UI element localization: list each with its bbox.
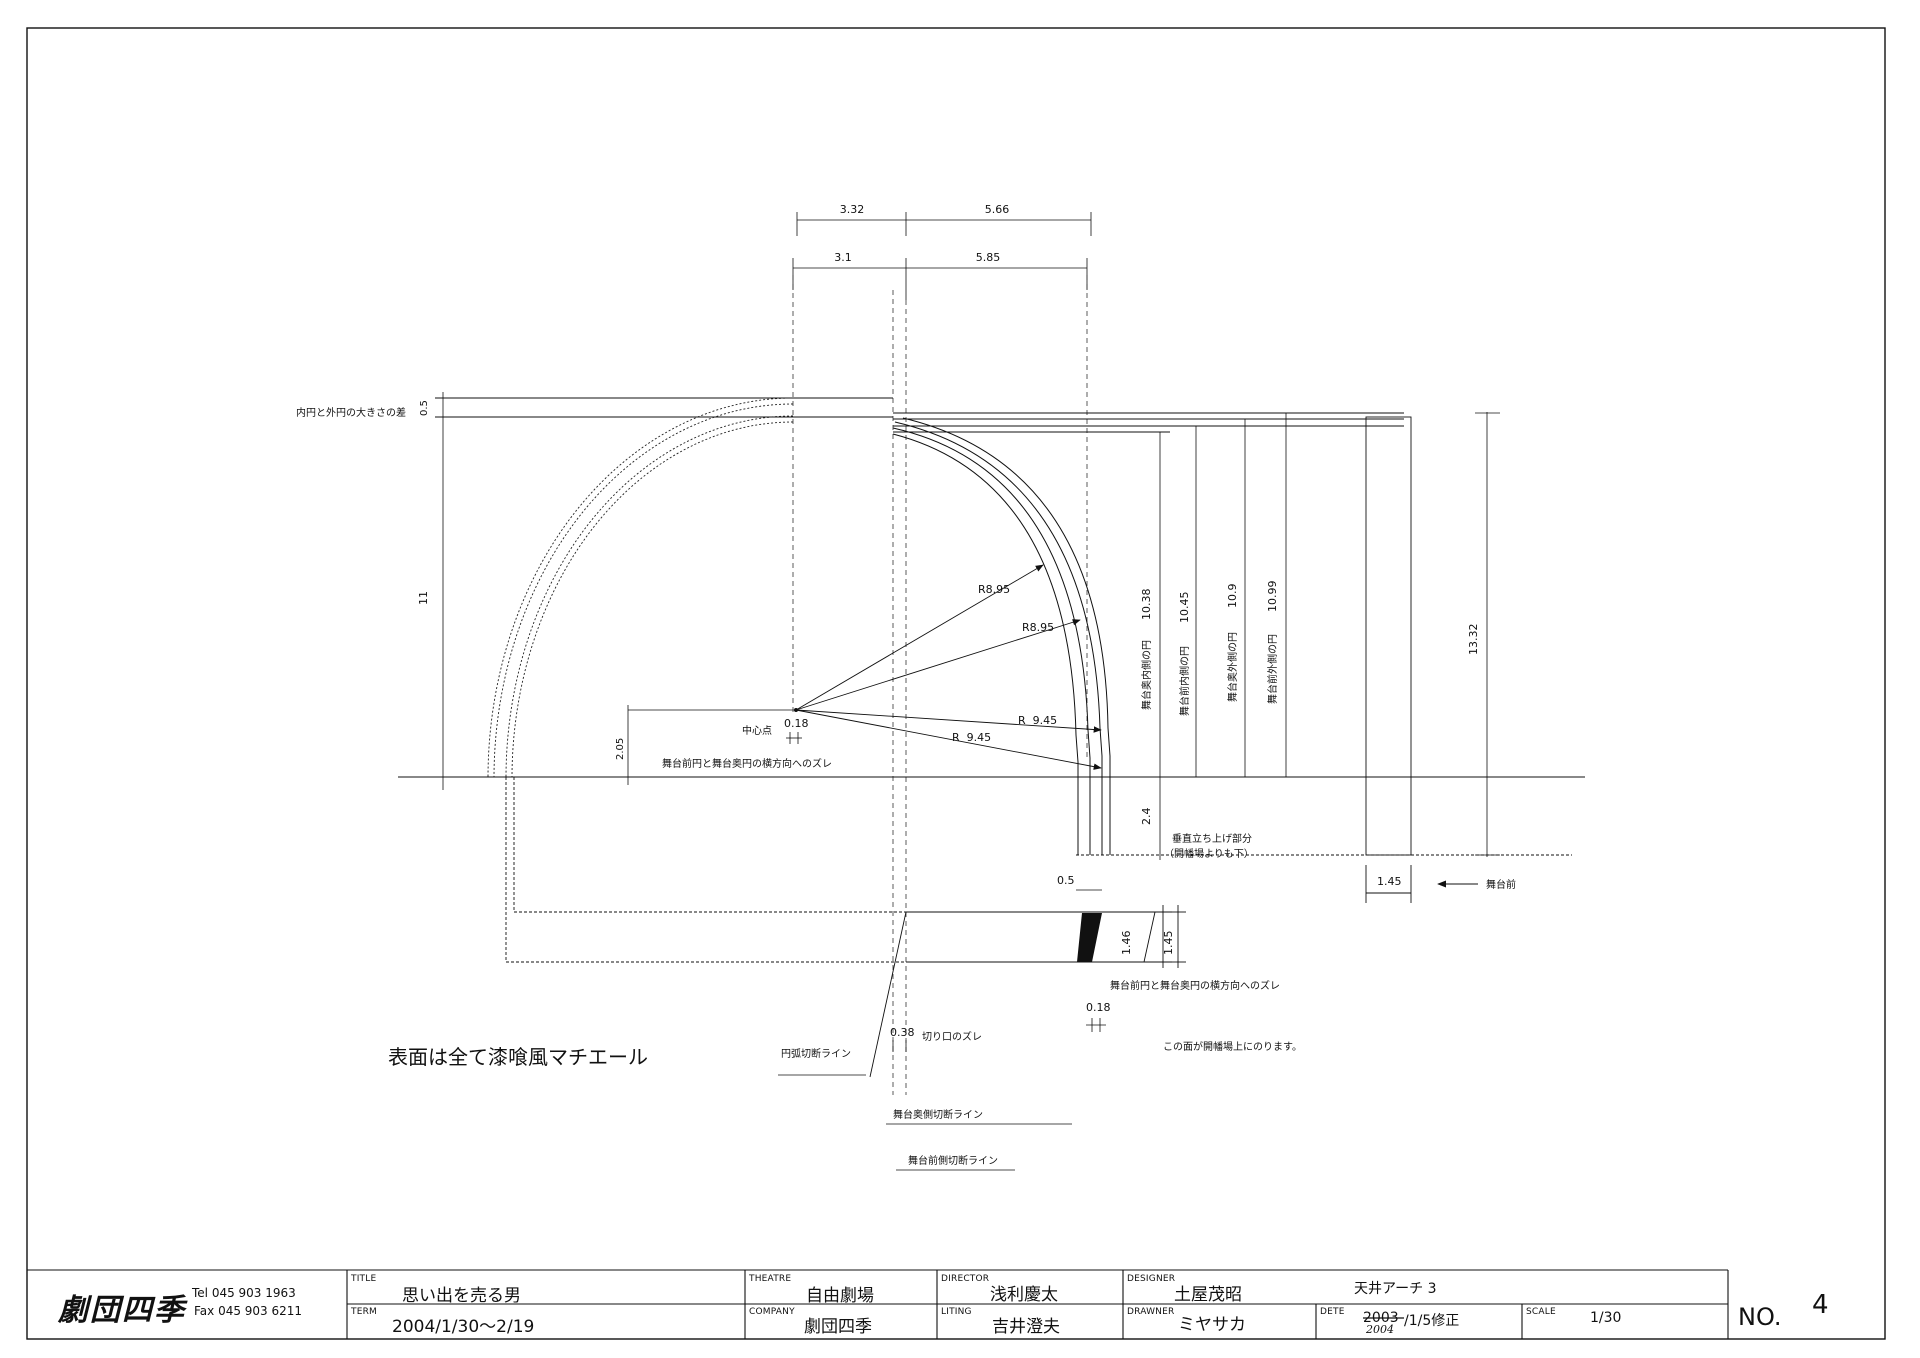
dim-31: 3.1: [834, 251, 852, 264]
tel: Tel 045 903 1963: [192, 1286, 296, 1300]
offset-ticks-top: [786, 732, 802, 744]
no-label: NO.: [1738, 1303, 1782, 1331]
no-value: 4: [1812, 1290, 1829, 1320]
circle-label-rear-outer: 舞台奥外側の円: [1226, 632, 1239, 702]
company-logo: 劇団四季: [58, 1293, 186, 1328]
dim-018-top: 0.18: [784, 717, 809, 730]
circle-height-dims: [1159, 412, 1500, 857]
lighting-value: 吉井澄夫: [992, 1317, 1060, 1337]
radius-label-3: R 9.45: [1018, 714, 1057, 727]
label-center: 中心点: [742, 724, 772, 737]
circle-height-1038: 10.38: [1140, 589, 1153, 621]
label-rear-cut: 舞台奥側切断ライン: [893, 1108, 983, 1121]
arch-right-solid: [892, 417, 1111, 855]
title-caption: TITLE: [351, 1274, 377, 1284]
radius-label-4: R 9.45: [952, 731, 991, 744]
label-lateral-shift-1: 舞台前円と舞台奥円の横方向へのズレ: [662, 757, 832, 770]
label-arc-cut: 円弧切断ライン: [781, 1047, 851, 1060]
designer-value: 土屋茂昭: [1174, 1285, 1242, 1305]
title-block-grid: [27, 1269, 1729, 1339]
circle-height-1099: 10.99: [1266, 581, 1279, 613]
label-face-note: この面が開幡場上にのります。: [1163, 1040, 1302, 1053]
offset-ticks-bottom: [1086, 1018, 1106, 1032]
label-lateral-shift-2: 舞台前円と舞台奥円の横方向へのズレ: [1110, 979, 1280, 992]
scale-value: 1/30: [1590, 1310, 1622, 1326]
dim-145-plan: 1.45: [1162, 931, 1175, 956]
dim-205: 2.05: [615, 738, 626, 760]
circle-label-front-inner: 舞台前内側の円: [1178, 646, 1191, 716]
arch-left-dotted: [487, 397, 794, 778]
label-surface-finish: 表面は全て漆喰風マチエール: [388, 1045, 648, 1069]
label-stage-front: 舞台前: [1486, 878, 1516, 891]
arch-top-lines: [435, 397, 1404, 433]
term-value: 2004/1/30〜2/19: [392, 1317, 535, 1337]
dim-05-top: 0.5: [419, 400, 430, 416]
dim-1332: 13.32: [1467, 624, 1480, 656]
company-value: 劇団四季: [804, 1317, 872, 1337]
designer-caption: DESIGNER: [1127, 1274, 1176, 1284]
radius-label-2: R8.95: [1022, 621, 1054, 634]
radius-arrows: [795, 564, 1102, 770]
date-caption: DETE: [1320, 1307, 1345, 1317]
term-caption: TERM: [351, 1307, 378, 1317]
drawing-name: 天井アーチ 3: [1354, 1281, 1437, 1297]
dim-566: 5.66: [985, 203, 1010, 216]
drawer-value: ミヤサカ: [1178, 1315, 1246, 1335]
label-front-cut: 舞台前側切断ライン: [908, 1154, 998, 1167]
label-radius-diff: 内円と外円の大きさの差: [296, 406, 406, 419]
dim-146: 1.46: [1120, 931, 1133, 956]
liting-caption: LITING: [941, 1307, 972, 1317]
date-handwritten: 2004: [1366, 1323, 1394, 1336]
sheet-border: [26, 27, 1886, 1340]
scale-caption: SCALE: [1526, 1307, 1556, 1317]
theatre-value: 自由劇場: [806, 1286, 874, 1306]
label-vertical-rise-2: （開幡場よりも下）: [1164, 847, 1254, 860]
plan-section: [505, 777, 1186, 1078]
circle-label-rear-inner: 舞台奥内側の円: [1140, 640, 1153, 710]
side-elevation: [1076, 416, 1572, 903]
left-dimensions: [437, 392, 796, 790]
dim-018-bottom: 0.18: [1086, 1001, 1111, 1014]
cut-block: [1077, 913, 1102, 962]
date-struck: 2003: [1363, 1310, 1399, 1326]
dim-038: 0.38: [890, 1026, 915, 1039]
top-dimensions: [792, 212, 1092, 300]
dim-145-side: 1.45: [1377, 875, 1402, 888]
fax: Fax 045 903 6211: [194, 1304, 303, 1318]
dim-05-bottom: 0.5: [1057, 874, 1075, 887]
theatre-caption: THEATRE: [749, 1274, 792, 1284]
company-caption: COMPANY: [749, 1307, 795, 1317]
label-cut-shift: 切り口のズレ: [922, 1030, 982, 1043]
dim-332: 3.32: [840, 203, 865, 216]
drawner-caption: DRAWNER: [1127, 1307, 1175, 1317]
dim-585: 5.85: [976, 251, 1001, 264]
circle-label-front-outer: 舞台前外側の円: [1266, 634, 1279, 704]
radius-label-1: R8.95: [978, 583, 1010, 596]
date-rest: /1/5修正: [1404, 1313, 1460, 1329]
director-value: 浅利慶太: [990, 1285, 1058, 1305]
construction-lines: [792, 275, 1088, 1095]
dim-24: 2.4: [1140, 808, 1153, 826]
offset-ticks-038: [892, 1040, 907, 1052]
circle-height-1045: 10.45: [1178, 592, 1191, 624]
dim-11: 11: [417, 591, 430, 605]
director-caption: DIRECTOR: [941, 1274, 990, 1284]
title-value: 思い出を売る男: [402, 1286, 521, 1306]
circle-height-109: 10.9: [1226, 584, 1239, 609]
label-vertical-rise-1: 垂直立ち上げ部分: [1172, 832, 1252, 845]
